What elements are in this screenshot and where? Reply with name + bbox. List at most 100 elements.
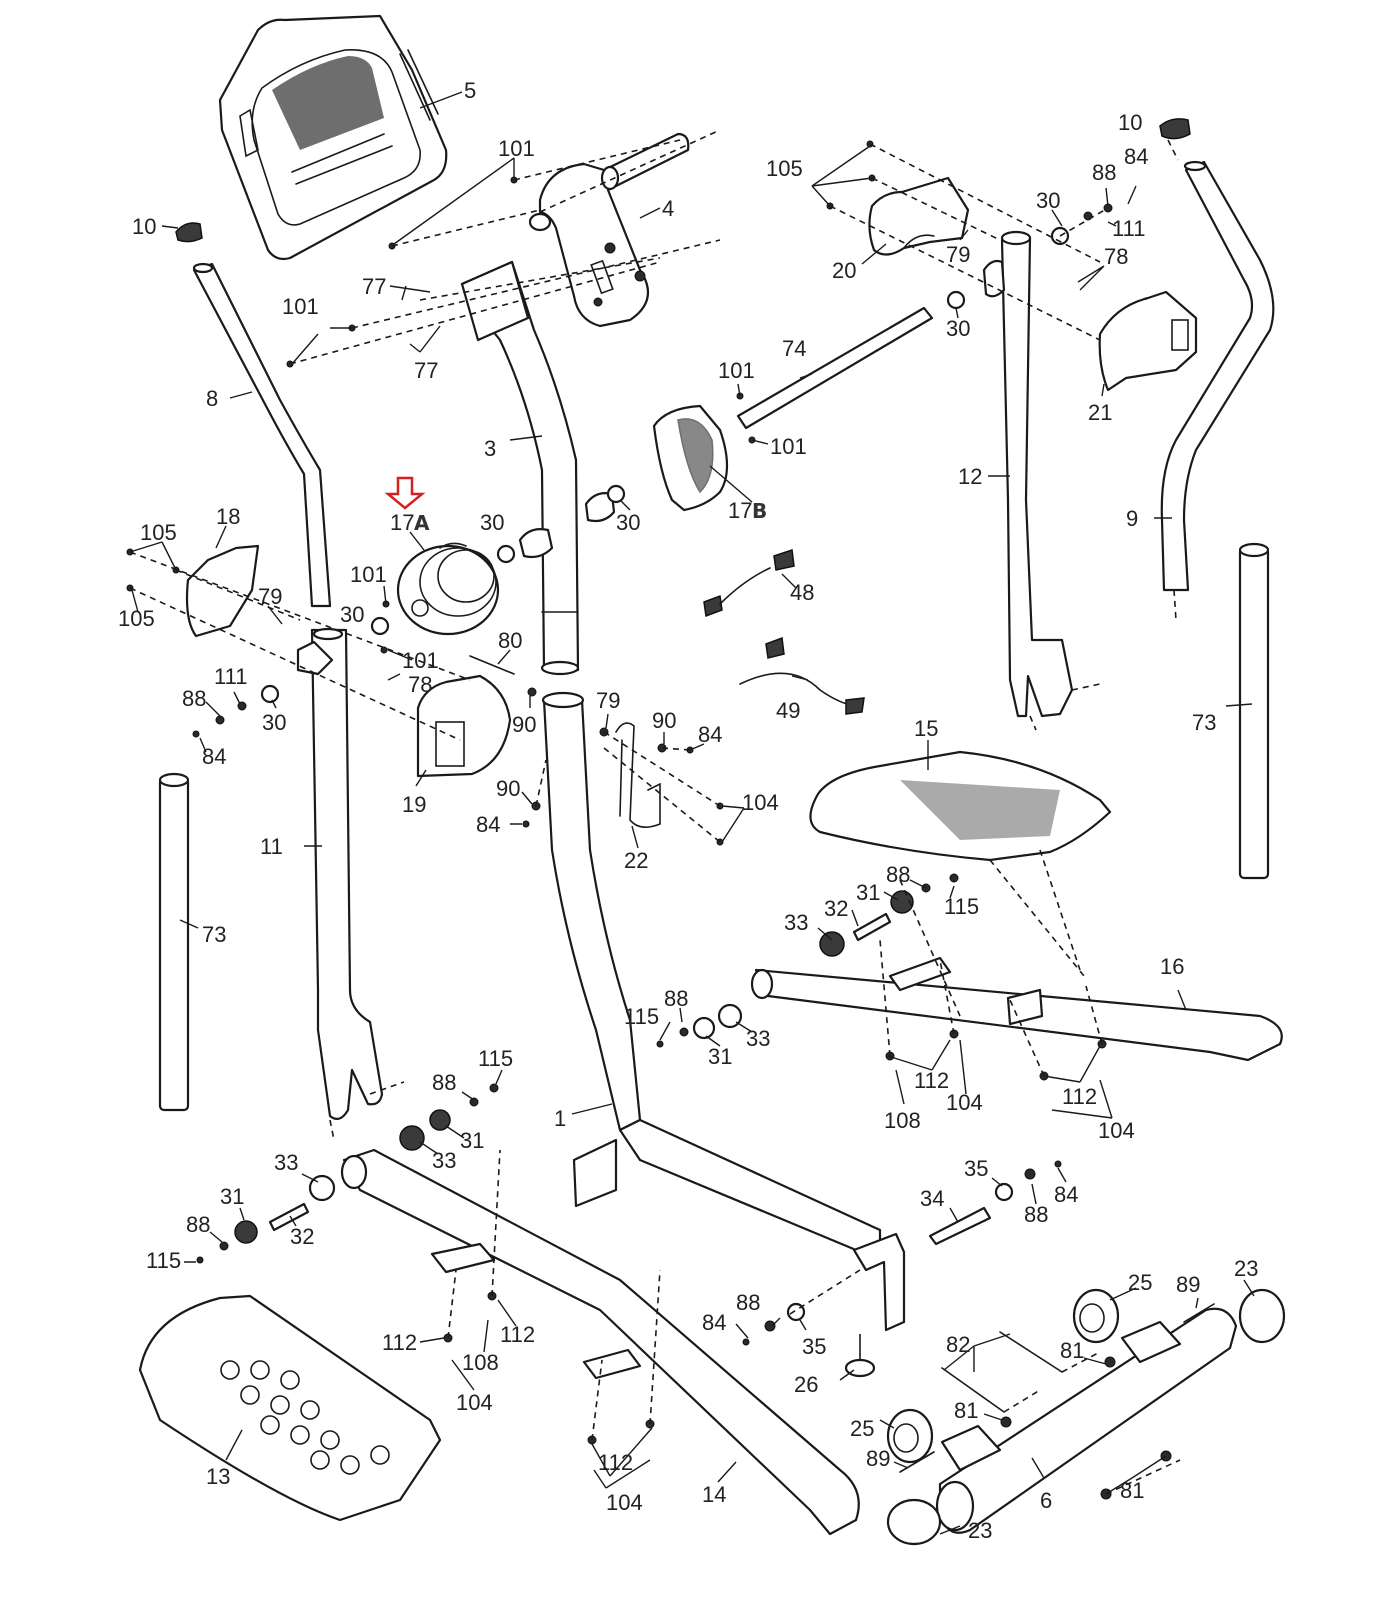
- part-wire-harness-49: [739, 636, 865, 715]
- callout-84: 84: [1054, 1182, 1078, 1207]
- callout-16: 16: [1160, 954, 1184, 979]
- callout-35: 35: [964, 1156, 988, 1181]
- callout-115: 115: [146, 1248, 181, 1273]
- part-end-cap-right: [1159, 118, 1191, 140]
- assembly-lines: [129, 129, 1181, 1495]
- callout-48: 48: [790, 580, 814, 605]
- callout-3: 3: [484, 436, 496, 461]
- part-shroud-21: [1098, 290, 1198, 392]
- part-end-cap-23-right: [1238, 1288, 1286, 1344]
- callout-90: 90: [496, 776, 520, 801]
- callout-49: 49: [776, 698, 800, 723]
- part-right-arm: [1160, 160, 1275, 592]
- part-shroud-18: [185, 544, 260, 638]
- part-post-left: [158, 772, 190, 1112]
- callout-33: 33: [784, 910, 808, 935]
- callout-111: 111: [1112, 216, 1145, 241]
- callout-78: 78: [408, 672, 432, 697]
- callout-89: 89: [1176, 1272, 1200, 1297]
- callout-101: 101: [498, 136, 535, 161]
- part-handlebar-bracket: [528, 132, 690, 328]
- callout-115: 115: [624, 1004, 659, 1029]
- callout-80: 80: [498, 628, 522, 653]
- callout-104: 104: [742, 790, 779, 815]
- callout-104: 104: [946, 1090, 983, 1115]
- callout-82: 82: [946, 1332, 970, 1357]
- callout-104: 104: [606, 1490, 643, 1515]
- part-wire-harness-48: [703, 548, 795, 618]
- callout-104: 104: [1098, 1118, 1135, 1143]
- part-upright: [460, 260, 616, 676]
- callout-112: 112: [914, 1068, 949, 1093]
- callout-35: 35: [802, 1334, 826, 1359]
- part-flywheel-17a: [396, 542, 500, 636]
- callout-30: 30: [946, 316, 970, 341]
- part-axle: [736, 306, 934, 430]
- callout-84: 84: [702, 1310, 726, 1335]
- svg-text:A: A: [414, 511, 430, 535]
- callout-5: 5: [464, 78, 476, 103]
- callout-90: 90: [512, 712, 536, 737]
- callout-88: 88: [1092, 160, 1116, 185]
- callout-10: 10: [1118, 110, 1142, 135]
- callout-10: 10: [132, 214, 156, 239]
- callout-4: 4: [662, 196, 674, 221]
- callout-8: 8: [206, 386, 218, 411]
- callout-30: 30: [262, 710, 286, 735]
- part-right-pedal-arm: [750, 956, 1283, 1062]
- callout-30: 30: [1036, 188, 1060, 213]
- callout-20: 20: [832, 258, 856, 283]
- callout-84: 84: [698, 722, 722, 747]
- callout-15: 15: [914, 716, 938, 741]
- callout-74: 74: [782, 336, 806, 361]
- callout-89: 89: [866, 1446, 890, 1471]
- callout-31: 31: [856, 880, 880, 905]
- callout-30: 30: [480, 510, 504, 535]
- callout-73: 73: [202, 922, 226, 947]
- callout-84: 84: [1124, 144, 1148, 169]
- callout-6: 6: [1040, 1488, 1052, 1513]
- callout-88: 88: [736, 1290, 760, 1315]
- part-shroud-17b: [652, 404, 729, 512]
- callout-88: 88: [664, 986, 688, 1011]
- callout-23: 23: [968, 1518, 992, 1543]
- part-left-pedal-arm: [340, 1148, 860, 1536]
- part-leveler: [844, 1339, 876, 1378]
- part-post-right: [1238, 542, 1270, 880]
- callout-79: 79: [258, 584, 282, 609]
- callout-115: 115: [478, 1046, 513, 1071]
- callout-32: 32: [290, 1224, 314, 1249]
- callout-112: 112: [1062, 1084, 1097, 1109]
- callout-23: 23: [1234, 1256, 1258, 1281]
- callout-34: 34: [920, 1186, 944, 1211]
- callout-33: 33: [274, 1150, 298, 1175]
- callout-12: 12: [958, 464, 982, 489]
- callout-79: 79: [946, 242, 970, 267]
- part-wheel-upper: [1072, 1288, 1120, 1344]
- callout-31: 31: [460, 1128, 484, 1153]
- svg-text:17: 17: [390, 510, 414, 535]
- callout-112: 112: [382, 1330, 417, 1355]
- callout-78: 78: [1104, 244, 1128, 269]
- part-stabilizer: [935, 1307, 1238, 1534]
- callout-108: 108: [462, 1350, 499, 1375]
- callout-14: 14: [702, 1482, 726, 1507]
- part-right-upper-body: [982, 230, 1074, 718]
- callout-101: 101: [350, 562, 387, 587]
- callout-81: 81: [1120, 1478, 1144, 1503]
- part-wheel-lower: [886, 1408, 934, 1464]
- part-left-pedal: [138, 1294, 442, 1522]
- callout-88: 88: [182, 686, 206, 711]
- callout-101: 101: [282, 294, 319, 319]
- callout-30: 30: [616, 510, 640, 535]
- part-right-pedal: [809, 750, 1112, 862]
- callout-112: 112: [598, 1450, 633, 1475]
- callout-73: 73: [1192, 710, 1216, 735]
- part-main-frame: [541, 691, 906, 1332]
- highlight-arrow-marker: [384, 476, 426, 510]
- callout-21: 21: [1088, 400, 1112, 425]
- callout-104: 104: [456, 1390, 493, 1415]
- callout-112: 112: [500, 1322, 535, 1347]
- part-bottle-holder: [615, 722, 661, 828]
